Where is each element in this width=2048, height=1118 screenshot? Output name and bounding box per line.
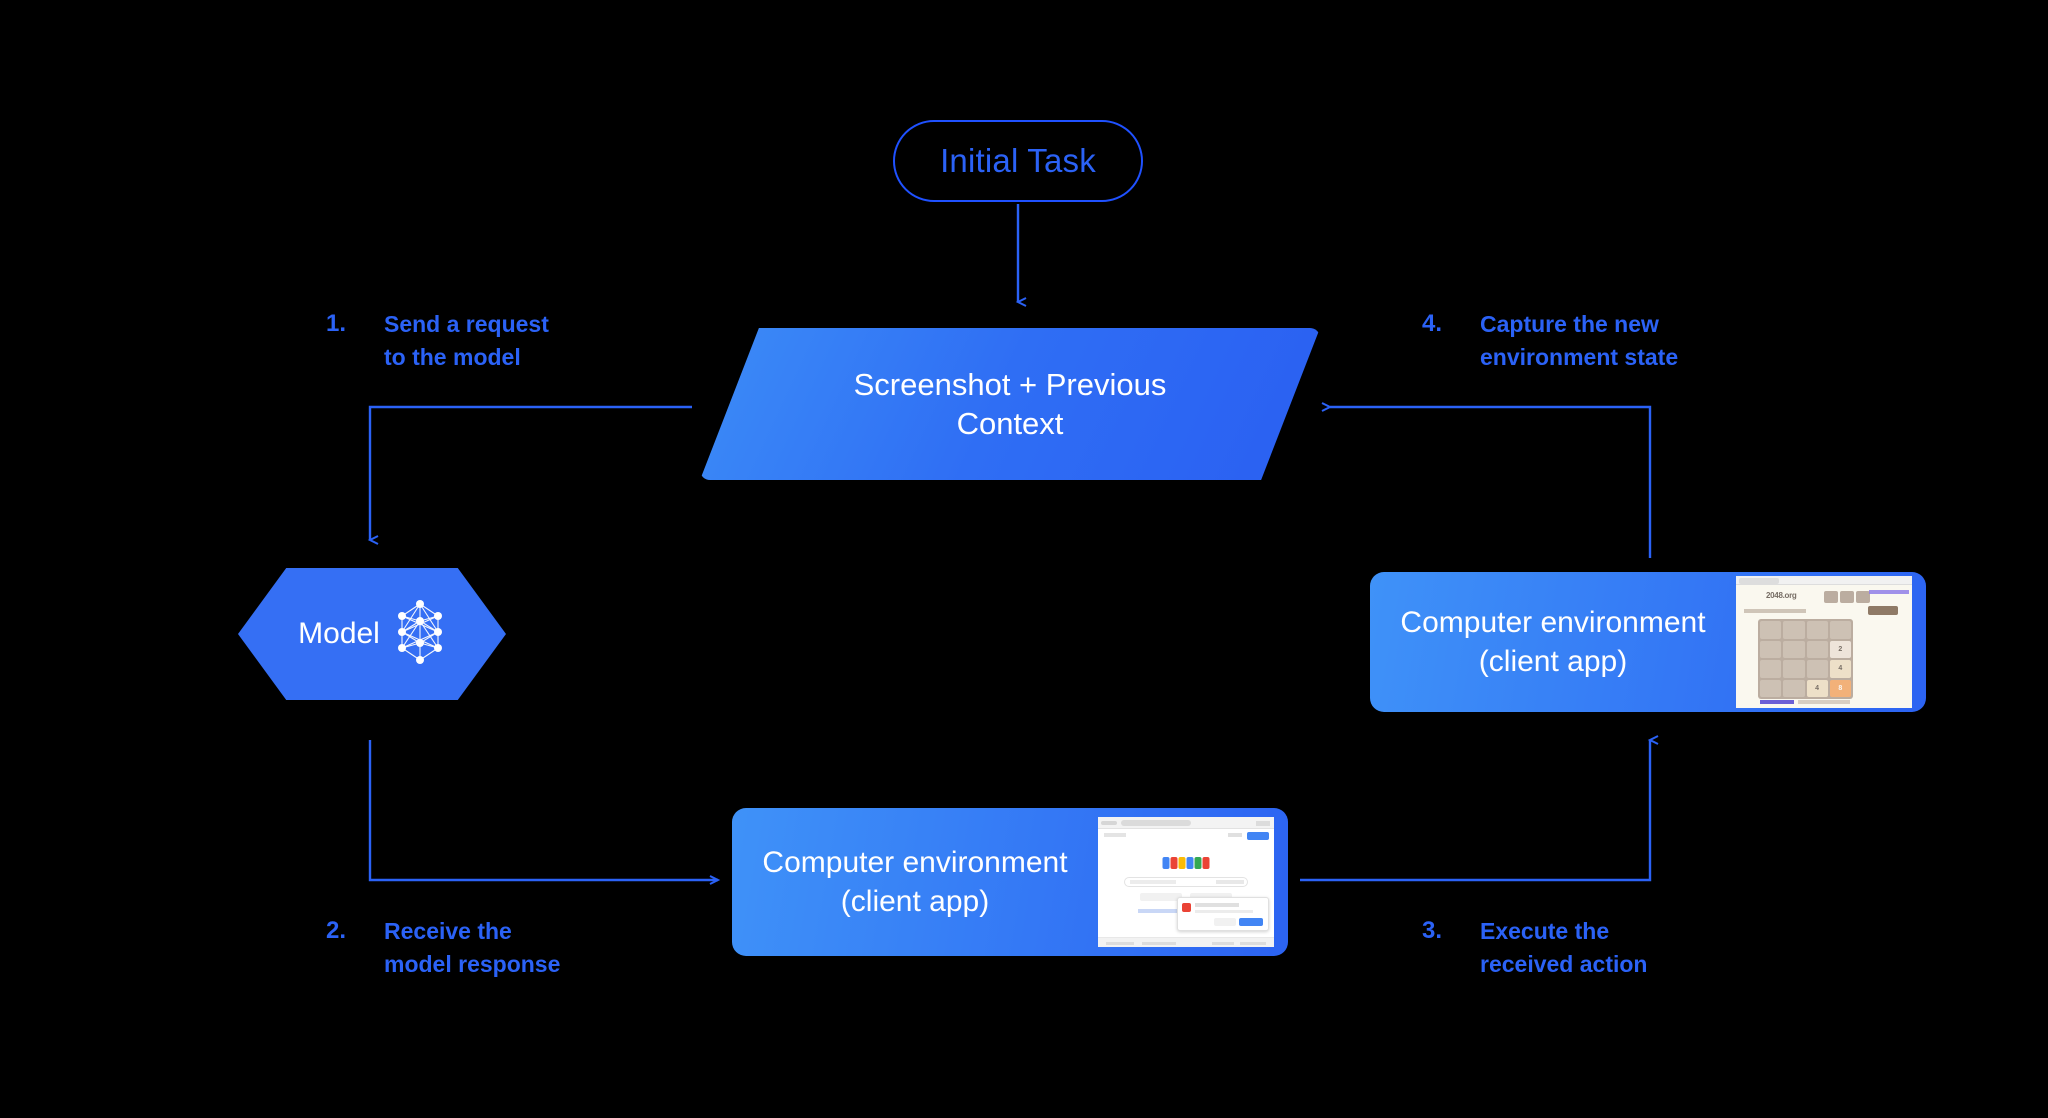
context-node-label: Screenshot + Previous Context bbox=[700, 328, 1320, 480]
footer-text bbox=[1798, 700, 1850, 704]
grid-tile-2: 2 bbox=[1829, 640, 1851, 658]
footer-link bbox=[1760, 700, 1794, 704]
step-4-text: Capture the new environment state bbox=[1480, 311, 1679, 370]
grid-cell bbox=[1760, 621, 1782, 639]
connector-context-to-model bbox=[367, 405, 692, 545]
browser-menu bbox=[1256, 821, 1270, 826]
popup-dialog bbox=[1177, 897, 1269, 931]
extra-box bbox=[1856, 591, 1870, 603]
dialog-icon bbox=[1182, 903, 1191, 912]
env-right-label: Computer environment (client app) bbox=[1370, 603, 1736, 681]
env-bottom-line-2: (client app) bbox=[840, 885, 990, 918]
step-2-number: 2. bbox=[326, 917, 347, 944]
context-line-1: Screenshot + Previous bbox=[853, 366, 1167, 402]
env-right-line-2: (client app) bbox=[1478, 645, 1628, 678]
initial-task-node[interactable]: Initial Task bbox=[893, 120, 1143, 202]
browser-chrome-bar bbox=[1098, 817, 1274, 829]
game-grid: 2 4 4 8 bbox=[1758, 619, 1853, 699]
step-2-text: Receive the model response bbox=[384, 918, 561, 977]
grid-cell bbox=[1783, 660, 1805, 678]
env-right-line-1: Computer environment bbox=[1400, 606, 1706, 639]
address-bar bbox=[1121, 820, 1191, 826]
step-label-2: 2. Receive the model response bbox=[326, 915, 560, 980]
neural-network-icon bbox=[394, 599, 446, 670]
page-footer bbox=[1098, 937, 1274, 947]
initial-task-label: Initial Task bbox=[940, 142, 1096, 179]
dialog-primary-button bbox=[1239, 918, 1263, 926]
search-icons bbox=[1216, 880, 1244, 884]
context-line-2: Context bbox=[956, 406, 1064, 441]
grid-tile-4: 4 bbox=[1806, 679, 1828, 697]
grid-cell bbox=[1760, 660, 1782, 678]
dialog-title bbox=[1195, 903, 1239, 907]
thumbnail-2048-game: 2048.org 2 bbox=[1736, 576, 1912, 708]
env-bottom-node[interactable]: Computer environment (client app) bbox=[732, 808, 1288, 956]
grid-cell bbox=[1783, 640, 1805, 658]
thumbnail-google-search bbox=[1098, 817, 1274, 947]
browser-tab bbox=[1739, 577, 1779, 584]
env-bottom-label: Computer environment (client app) bbox=[732, 843, 1098, 921]
step-4-number: 4. bbox=[1422, 310, 1443, 337]
dialog-body bbox=[1195, 910, 1253, 913]
top-nav-links bbox=[1104, 833, 1126, 837]
grid-cell bbox=[1829, 621, 1851, 639]
step-3-text: Execute the received action bbox=[1480, 918, 1648, 977]
env-bottom-line-1: Computer environment bbox=[762, 846, 1068, 879]
apps-icon bbox=[1228, 833, 1242, 837]
grid-cell bbox=[1806, 640, 1828, 658]
google-logo bbox=[1162, 857, 1210, 869]
grid-cell bbox=[1783, 679, 1805, 697]
search-button bbox=[1140, 893, 1182, 901]
env-right-node[interactable]: Computer environment (client app) 2048.o… bbox=[1370, 572, 1926, 712]
step-label-4: 4. Capture the new environment state bbox=[1422, 308, 1678, 373]
sign-in-button bbox=[1247, 832, 1269, 840]
connector-env-bottom-to-env-right bbox=[1300, 735, 1659, 882]
step-3-number: 3. bbox=[1422, 917, 1443, 944]
step-label-1: 1. Send a request to the model bbox=[326, 308, 549, 373]
game-subtitle bbox=[1744, 609, 1806, 613]
model-node-label: Model bbox=[298, 617, 380, 650]
context-node-shape bbox=[700, 328, 1320, 480]
step-label-3: 3. Execute the received action bbox=[1422, 915, 1647, 980]
step-1-number: 1. bbox=[326, 310, 347, 337]
header-link bbox=[1869, 590, 1909, 594]
browser-chrome-bar bbox=[1736, 576, 1912, 585]
connector-model-to-env-bottom bbox=[368, 740, 721, 885]
grid-cell bbox=[1760, 679, 1782, 697]
step-1-text: Send a request to the model bbox=[384, 311, 549, 370]
model-node[interactable]: Model bbox=[238, 568, 506, 700]
grid-cell bbox=[1806, 660, 1828, 678]
grid-cell bbox=[1783, 621, 1805, 639]
new-game-button bbox=[1868, 606, 1898, 615]
best-box bbox=[1840, 591, 1854, 603]
dialog-secondary-button bbox=[1214, 918, 1236, 926]
game-title: 2048.org bbox=[1766, 591, 1797, 600]
search-box bbox=[1124, 877, 1248, 887]
context-node[interactable]: Screenshot + Previous Context bbox=[700, 328, 1320, 480]
search-placeholder bbox=[1130, 880, 1176, 884]
browser-controls bbox=[1101, 821, 1117, 825]
model-node-shape bbox=[238, 568, 506, 700]
grid-tile-8: 8 bbox=[1829, 679, 1851, 697]
grid-cell bbox=[1806, 621, 1828, 639]
connector-env-right-to-context bbox=[1321, 402, 1652, 558]
score-box bbox=[1824, 591, 1838, 603]
grid-cell bbox=[1760, 640, 1782, 658]
grid-tile-4: 4 bbox=[1829, 660, 1851, 678]
